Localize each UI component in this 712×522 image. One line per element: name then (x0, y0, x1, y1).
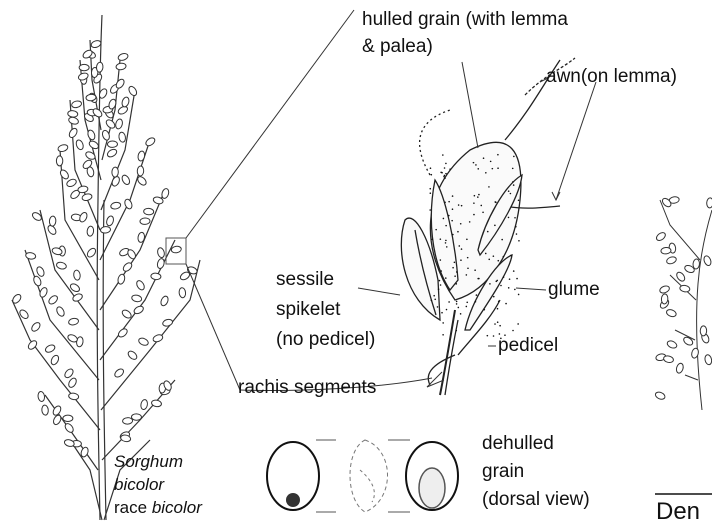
species-epithet: bicolor (114, 474, 164, 496)
grain-embryo (286, 493, 300, 507)
dehulled-grains (267, 440, 458, 512)
label-dehulled-2: grain (482, 460, 524, 484)
label-rachis-segments: rachis segments (238, 376, 376, 400)
race-line: race bicolor (114, 497, 202, 519)
label-hulled-grain: hulled grain (with lemma (362, 8, 568, 32)
awn-word: awn (546, 66, 581, 87)
awn-note: (on lemma) (581, 66, 677, 87)
label-dehulled-1: dehulled (482, 432, 554, 456)
label-glume: glume (548, 278, 600, 302)
label-sessile-1: sessile (276, 268, 334, 292)
label-dehulled-3: (dorsal view) (482, 488, 590, 512)
grain-side (350, 440, 388, 512)
label-awn: awn(on lemma) (546, 65, 677, 89)
zoom-line-bottom (186, 264, 240, 390)
race-name: bicolor (152, 498, 202, 517)
species-genus: Sorghum (114, 451, 183, 473)
label-sessile-2: spikelet (276, 298, 340, 322)
label-pedicel: pedicel (498, 334, 558, 358)
zoom-line-top (186, 10, 354, 238)
label-sessile-3: (no pedicel) (276, 328, 375, 352)
second-plant-florets (654, 196, 712, 400)
label-hulled-grain-line2: & palea) (362, 35, 433, 59)
partial-heading: Den (656, 498, 700, 522)
race-word: race (114, 498, 147, 517)
